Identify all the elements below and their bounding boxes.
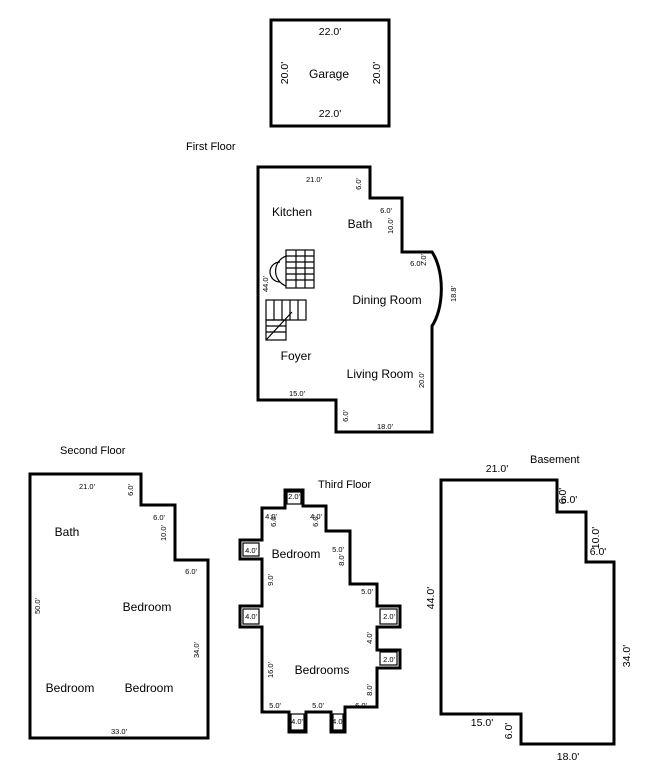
ff-dim-step2: 6.0' [380, 206, 392, 215]
stairs-lower [265, 299, 307, 341]
ff-dim-arc: 18.8' [449, 285, 458, 302]
tf-dim-t4: 6.0' [311, 515, 320, 527]
garage-dim-right: 20.0' [371, 62, 383, 84]
b-dim-s4: 6.0' [590, 546, 607, 558]
second-floor-plan: Bath Bedroom Bedroom Bedroom 21.0' 6.0' … [28, 472, 210, 740]
kitchen-label: Kitchen [272, 205, 312, 219]
tf-dim-small3: 2.0' [383, 655, 395, 664]
basement-title: Basement [530, 454, 580, 466]
sf-dim-bottom: 33.0' [111, 727, 128, 736]
b-dim-right: 34.0' [621, 645, 633, 667]
ff-bath-label: Bath [348, 217, 373, 231]
third-floor-plan: Bedroom Bedrooms 2.0' 4.0' 4.0' 6.0' 6.0… [238, 488, 402, 734]
tf-bedroom-label: Bedroom [272, 547, 321, 561]
sf-dim-step1: 6.0' [126, 484, 135, 496]
stairs-upper [269, 249, 315, 289]
second-floor-title: Second Floor [60, 445, 126, 457]
garage-dim-top: 22.0' [319, 26, 341, 38]
tf-dim-b3: 6.0' [355, 701, 367, 710]
tf-dim-l2: 9.0' [266, 574, 275, 586]
b-dim-top: 21.0' [486, 463, 508, 475]
tf-dim-b4: 4.0' [291, 717, 303, 726]
tf-dim-t2: 4.0' [310, 512, 322, 521]
tf-dim-l1: 4.0' [245, 546, 257, 555]
ff-dim-left: 44.0' [261, 275, 270, 292]
basement-outline [439, 478, 616, 746]
sf-dim-right: 34.0' [192, 641, 201, 658]
tf-dim-l4: 16.0' [266, 661, 275, 678]
b-dim-s3: 10.0' [590, 527, 602, 549]
ff-dim-right: 20.0' [417, 371, 426, 388]
first-floor-outline [256, 165, 443, 434]
tf-dim-r3: 5.0' [361, 587, 373, 596]
sf-bedroom-left-label: Bedroom [46, 681, 95, 695]
tf-dim-b5: 4.0' [332, 717, 344, 726]
sf-dim-top: 21.0' [79, 482, 96, 491]
tf-dim-r2: 8.0' [337, 554, 346, 566]
sf-dim-step3: 10.0' [159, 524, 168, 541]
b-dim-s2: 6.0' [561, 494, 578, 506]
garage-dim-left: 20.0' [279, 62, 291, 84]
tf-bedrooms-label: Bedrooms [295, 663, 350, 677]
b-dim-notch: 6.0' [503, 723, 515, 740]
sf-dim-step2: 6.0' [153, 513, 165, 522]
sf-bedroom-center-label: Bedroom [123, 600, 172, 614]
sf-bedroom-right-label: Bedroom [125, 681, 174, 695]
tf-dim-b1: 5.0' [269, 701, 281, 710]
basement-plan: 21.0' 6.0' 6.0' 10.0' 6.0' 44.0' 34.0' 1… [425, 463, 633, 763]
ff-dim-step1: 6.0' [354, 178, 363, 190]
sf-bath-label: Bath [55, 525, 80, 539]
garage-outline [269, 18, 391, 128]
living-room-label: Living Room [347, 367, 414, 381]
garage-label: Garage [309, 67, 349, 81]
sf-dim-step4: 6.0' [185, 567, 197, 576]
b-dim-bottom-left: 15.0' [471, 717, 493, 729]
b-dim-s1: 6.0' [557, 488, 569, 505]
third-floor-outline [238, 488, 402, 734]
tf-dim-small1: 2.0' [288, 492, 300, 501]
tf-dim-r5: 8.0' [365, 684, 374, 696]
ff-dim-6: 6.0' [410, 259, 422, 268]
garage-plan: 22.0' 22.0' 20.0' 20.0' Garage [269, 18, 391, 128]
first-floor-title: First Floor [186, 141, 236, 153]
ff-dim-bottom-left: 15.0' [289, 389, 306, 398]
ff-dim-notch: 6.0' [341, 410, 350, 422]
ff-dim-top: 21.0' [306, 175, 323, 184]
tf-dim-r4: 4.0' [365, 632, 374, 644]
second-floor-outline [28, 472, 210, 740]
b-dim-bottom: 18.0' [557, 751, 579, 763]
tf-dim-t3: 6.0' [269, 515, 278, 527]
first-floor-plan: Kitchen Bath Dining Room Foyer Living Ro… [256, 165, 458, 434]
dining-room-label: Dining Room [352, 293, 421, 307]
tf-dim-t1: 4.0' [265, 512, 277, 521]
third-floor-title: Third Floor [318, 479, 372, 491]
ff-dim-bottom: 18.0' [377, 422, 394, 431]
garage-dim-bottom: 22.0' [319, 108, 341, 120]
ff-dim-2: 2.0' [419, 254, 428, 266]
tf-dim-small2: 2.0' [383, 612, 395, 621]
tf-dim-b2: 5.0' [312, 701, 324, 710]
ff-dim-step3: 10.0' [386, 217, 395, 234]
b-dim-left: 44.0' [425, 587, 437, 609]
foyer-label: Foyer [281, 349, 312, 363]
tf-dim-l3: 4.0' [245, 612, 257, 621]
sf-dim-left: 50.0' [33, 597, 42, 614]
tf-dim-r1: 5.0' [332, 545, 344, 554]
